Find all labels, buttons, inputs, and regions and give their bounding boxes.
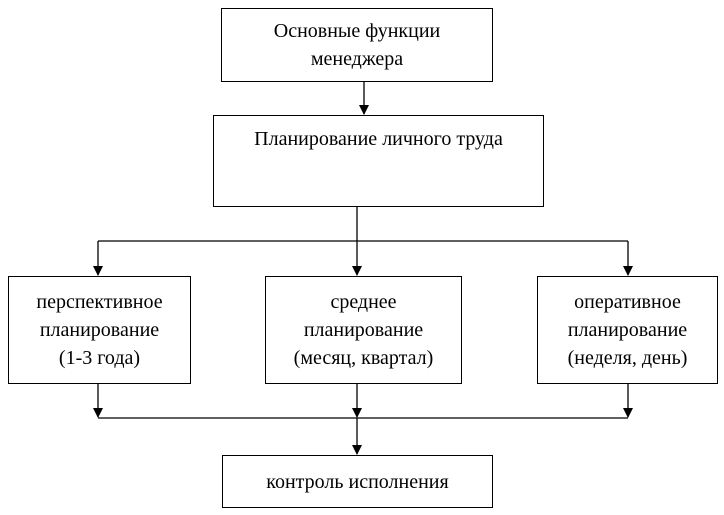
node-long-term-line3: (1-3 года) — [58, 347, 141, 369]
node-long-term-line2: планирование — [39, 319, 160, 341]
node-long-term-line1: перспективное — [36, 291, 163, 313]
node-manager-functions-line2: менеджера — [310, 48, 404, 70]
node-operational-line2: планирование — [567, 319, 688, 341]
node-personal-planning: Планирование личного труда — [213, 115, 544, 207]
node-medium-term-line3: (месяц, квартал) — [293, 347, 434, 369]
node-medium-term-planning: среднее планирование (месяц, квартал) — [265, 276, 462, 384]
node-execution-control: контроль исполнения — [222, 455, 493, 508]
node-medium-term-line2: планирование — [303, 319, 424, 341]
node-manager-functions-line1: Основные функции — [273, 20, 441, 42]
node-medium-term-line1: среднее — [330, 291, 397, 313]
node-operational-line1: оперативное — [574, 291, 681, 313]
node-personal-planning-label: Планирование личного труда — [254, 128, 503, 150]
node-long-term-planning: перспективное планирование (1-3 года) — [8, 276, 191, 384]
node-execution-control-label: контроль исполнения — [266, 470, 449, 493]
node-operational-line3: (неделя, день) — [567, 347, 688, 369]
node-manager-functions: Основные функции менеджера — [221, 8, 493, 82]
node-operational-planning: оперативное планирование (неделя, день) — [537, 276, 718, 384]
